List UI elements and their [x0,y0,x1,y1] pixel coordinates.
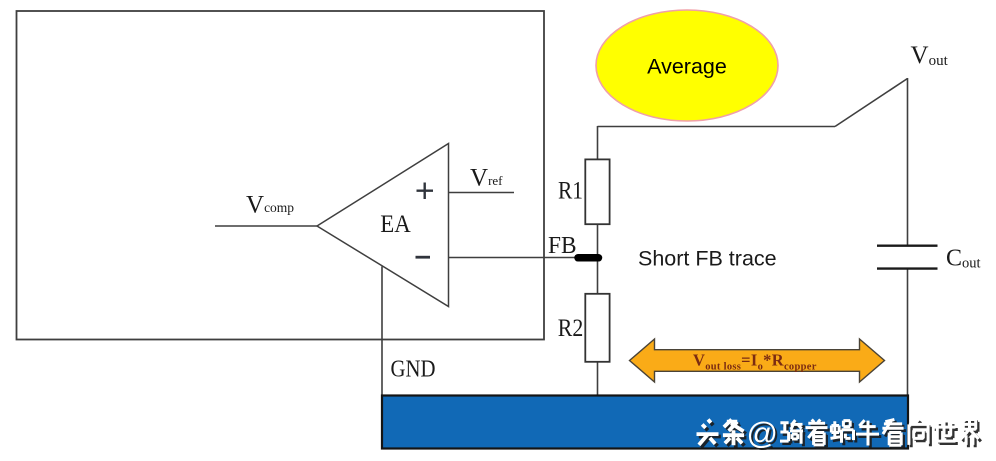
svg-text:Vout: Vout [911,42,949,69]
svg-text:R2: R2 [558,315,584,342]
svg-text:Vcomp: Vcomp [246,192,294,219]
svg-text:Short FB trace: Short FB trace [638,247,777,271]
svg-text:@: @ [747,415,778,450]
svg-text:@: @ [749,418,780,453]
svg-text:FB: FB [548,232,577,259]
svg-text:Average: Average [647,55,727,79]
svg-text:R1: R1 [558,178,583,205]
svg-text:Vref: Vref [470,165,503,192]
svg-text:GND: GND [391,356,436,383]
svg-text:EA: EA [380,211,411,238]
svg-text:Cout: Cout [946,246,981,272]
